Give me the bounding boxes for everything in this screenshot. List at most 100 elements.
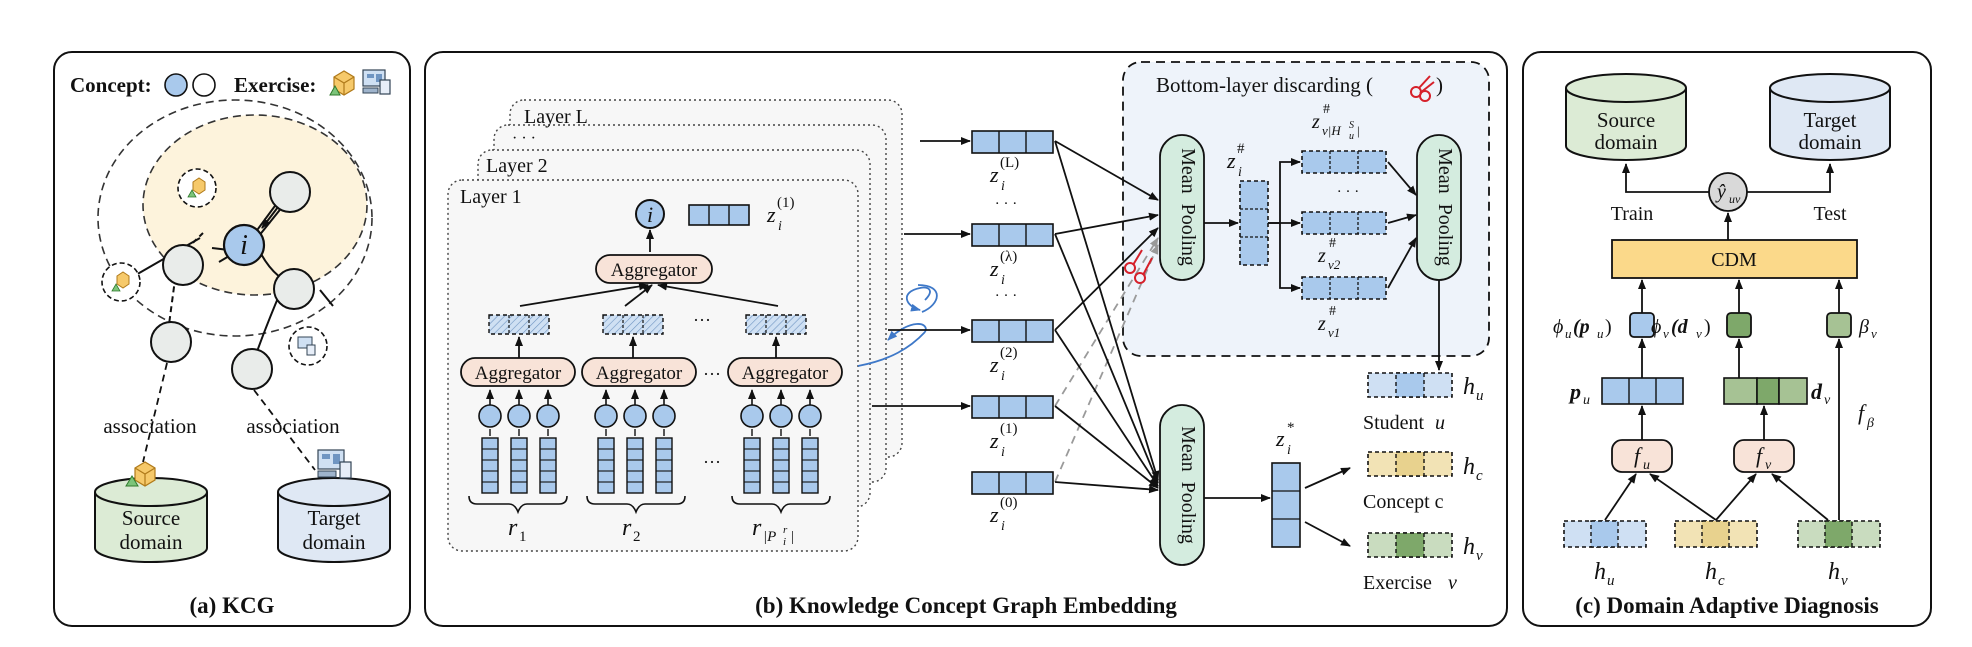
neighbor-node bbox=[623, 404, 647, 428]
panel-a-kcg: Concept: Exercise: bbox=[53, 51, 411, 627]
association-label-left: association bbox=[103, 414, 197, 438]
phi-u-arg: (p bbox=[1573, 316, 1590, 338]
zv-top-subsub: u bbox=[1349, 131, 1354, 142]
z-i1-sup: (1) bbox=[777, 195, 795, 211]
phi-u-label: ϕ bbox=[1553, 316, 1563, 338]
hv-label-c: h bbox=[1828, 559, 1840, 585]
hatched-vector bbox=[745, 314, 807, 335]
zv1-sub: v1 bbox=[1328, 325, 1340, 340]
d-v-label: d bbox=[1811, 379, 1823, 404]
hatched-vector bbox=[488, 314, 550, 335]
zL-label: z bbox=[989, 162, 999, 187]
panel-b-caption: (b) Knowledge Concept Graph Embedding bbox=[755, 593, 1177, 618]
zv1-sup: # bbox=[1329, 304, 1336, 319]
association-link bbox=[142, 362, 168, 463]
p-u-sub: u bbox=[1583, 393, 1590, 408]
output-vectors bbox=[1367, 372, 1453, 558]
z-star-sub: i bbox=[1287, 443, 1291, 458]
source-domain-database: Source domain bbox=[1565, 73, 1687, 161]
source-label-2: domain bbox=[1595, 130, 1658, 154]
layer-2-label: Layer 2 bbox=[486, 155, 548, 177]
neighbor-node bbox=[594, 404, 618, 428]
zlambda-sup: (λ) bbox=[1000, 249, 1017, 265]
exercise-conditioned-vector bbox=[1301, 276, 1387, 300]
r3-sub3: i bbox=[783, 536, 786, 548]
brace-r1 bbox=[468, 495, 568, 515]
layer-embedding-vector bbox=[971, 471, 1054, 495]
phi-v-close: ) bbox=[1704, 316, 1711, 338]
layer-L-label: Layer L bbox=[524, 106, 588, 128]
z0-sup: (0) bbox=[1000, 495, 1018, 511]
inner-graph-boundary bbox=[142, 114, 368, 296]
relation-stacks bbox=[481, 437, 819, 494]
z1-label: z bbox=[989, 428, 999, 453]
legend-concept-label: Concept: bbox=[70, 73, 152, 97]
aggregator-3-label: Aggregator bbox=[742, 363, 829, 384]
z1-sub: i bbox=[1001, 445, 1005, 460]
phi-v-arg-sub: v bbox=[1696, 326, 1702, 341]
vector-z-star bbox=[1271, 462, 1301, 548]
z-star-sup: * bbox=[1287, 420, 1295, 436]
brace-r3 bbox=[731, 495, 831, 515]
zv-top-sup: # bbox=[1323, 102, 1330, 117]
exercise-var: v bbox=[1448, 572, 1457, 594]
f-v-block bbox=[1733, 439, 1795, 473]
f-u-label: f bbox=[1634, 443, 1643, 468]
r3-tail: | bbox=[791, 529, 794, 545]
association-link bbox=[253, 389, 316, 471]
target-label-1: Target bbox=[1804, 108, 1857, 132]
r3-sub: |P bbox=[763, 529, 776, 545]
layer-embedding-vector bbox=[971, 395, 1054, 419]
concept-label: Concept c bbox=[1363, 491, 1444, 513]
phi-u-arg-sub: u bbox=[1597, 326, 1604, 341]
zv-top-sub: v|H bbox=[1322, 123, 1341, 138]
node-i-label: i bbox=[647, 202, 653, 227]
dots: ··· bbox=[703, 452, 721, 472]
input-h-v bbox=[1797, 520, 1881, 548]
r1-label: r bbox=[508, 515, 518, 541]
z1-sup: (1) bbox=[1000, 421, 1018, 437]
dots: ··· bbox=[693, 310, 711, 330]
neighbor-node bbox=[536, 404, 560, 428]
exercise-label: Exercise bbox=[1363, 572, 1432, 594]
output-vector bbox=[1367, 372, 1453, 398]
aggregator-2-label: Aggregator bbox=[596, 363, 683, 384]
y-hat-label: ŷ bbox=[1715, 181, 1726, 203]
bottom-layer-discarding-region bbox=[1122, 61, 1490, 357]
hu-label-c: h bbox=[1594, 559, 1606, 585]
concept-node bbox=[269, 171, 311, 213]
hv-sub: v bbox=[1476, 548, 1483, 564]
zL-sup: (L) bbox=[1000, 155, 1019, 171]
target-node-i bbox=[635, 199, 665, 229]
aggregator-1-label: Aggregator bbox=[475, 363, 562, 384]
vdots: · · · bbox=[995, 196, 1018, 212]
dots: ··· bbox=[703, 364, 721, 384]
hu-sub: u bbox=[1476, 388, 1484, 404]
neighbor-node bbox=[478, 404, 502, 428]
y-hat-sub: uv bbox=[1729, 192, 1741, 206]
neighbor-node bbox=[652, 404, 676, 428]
phi-v-label: ϕ bbox=[1651, 316, 1661, 338]
source-cube-icon bbox=[125, 461, 156, 487]
f-v-label: f bbox=[1756, 443, 1765, 468]
z2-sup: (2) bbox=[1000, 345, 1018, 361]
source-db-label-1: Source bbox=[122, 506, 180, 530]
target-domain-database: Target domain bbox=[1769, 73, 1891, 161]
input-h-u bbox=[1563, 520, 1647, 548]
relation-stack bbox=[510, 437, 528, 494]
vdots: · · · bbox=[1337, 184, 1360, 200]
concept-node bbox=[162, 244, 204, 286]
input-h-c bbox=[1674, 520, 1758, 548]
phi-v-square bbox=[1726, 312, 1752, 338]
panel-b-embedding: Bottom-layer discarding ( ) Layer L · · … bbox=[424, 51, 1508, 627]
aggregator-top-label: Aggregator bbox=[611, 260, 698, 281]
layer-dots: · · · bbox=[512, 130, 536, 147]
relation-stack bbox=[539, 437, 557, 494]
hc-label: h bbox=[1463, 454, 1475, 480]
r2-label: r bbox=[622, 515, 632, 541]
panel-a-caption: (a) KCG bbox=[190, 593, 275, 618]
student-label: Student bbox=[1363, 412, 1425, 434]
r2-sub: 2 bbox=[633, 529, 641, 545]
z-i1-label: z bbox=[766, 202, 776, 227]
prediction-node bbox=[1708, 172, 1748, 212]
